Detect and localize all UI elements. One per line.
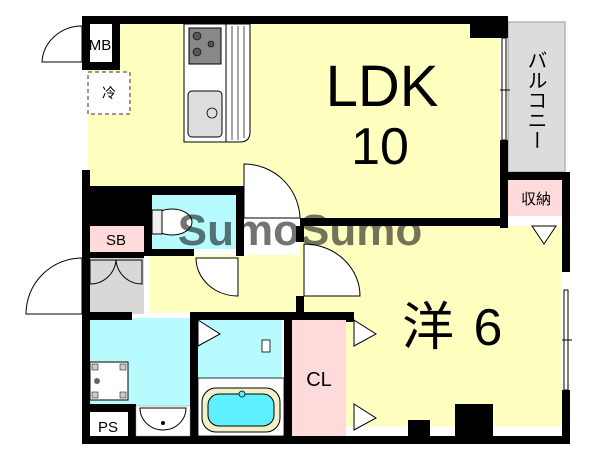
toilet-fixture [151, 208, 193, 236]
doors [25, 25, 557, 431]
walls [82, 16, 570, 444]
windows [500, 37, 572, 391]
washroom-door [197, 319, 221, 347]
storage-door [531, 225, 557, 245]
sink-icon [187, 90, 223, 138]
ps-floor [88, 412, 128, 440]
storage-floor [508, 180, 565, 216]
pipe-space-label: PS [98, 419, 118, 436]
western-door [303, 243, 361, 297]
closet-door-bottom [353, 403, 377, 431]
wash-basin [135, 405, 191, 437]
balcony-floor [507, 21, 566, 173]
closet-door-top [353, 319, 377, 347]
shower-faucet-icon [261, 339, 271, 353]
western-label: 洋 [402, 298, 454, 358]
ldk-floor [88, 22, 500, 218]
meter-box-label: MB [89, 37, 112, 54]
toilet-door [195, 257, 239, 297]
shoe-box-label: SB [106, 232, 126, 249]
ldk-size: 10 [351, 118, 409, 176]
balcony-label: バルコニー [524, 50, 548, 150]
washing-machine-space [89, 361, 129, 401]
watermark: SumoSumo [178, 206, 422, 255]
western-size: 6 [474, 299, 503, 357]
refrigerator-space [87, 71, 131, 115]
closet-floor [292, 318, 346, 438]
storage-label: 収納 [521, 190, 551, 208]
ldk-door [243, 163, 301, 219]
bathtub [197, 339, 285, 437]
ldk-label: LDK [326, 54, 439, 119]
mb-floor [88, 24, 112, 62]
shoebox-floor [88, 226, 144, 252]
kitchen-counter [183, 23, 251, 143]
mb-door [41, 25, 83, 63]
closet-label: CL [306, 369, 332, 391]
entry-door [25, 257, 83, 315]
entry-floor [88, 258, 144, 314]
shoebox-door-right [115, 259, 143, 285]
refrigerator-label: 冷 [102, 86, 116, 102]
